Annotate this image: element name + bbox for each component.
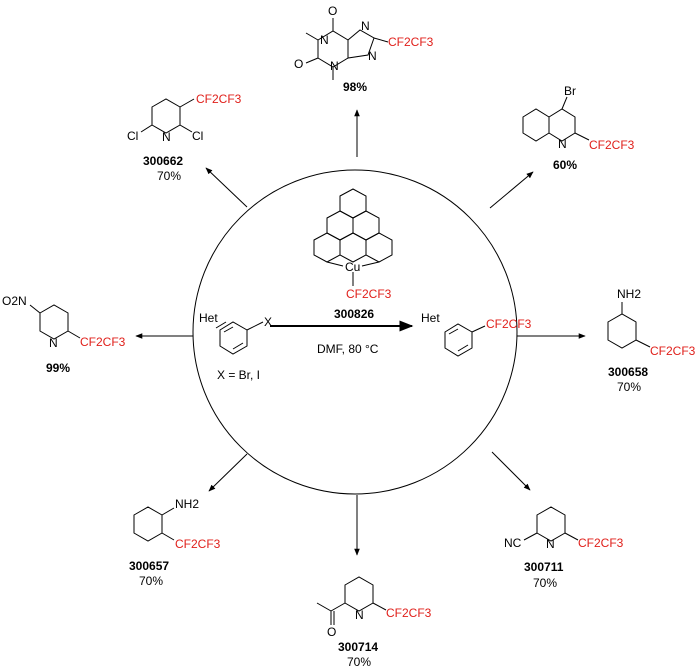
dichloropyridine-n: N	[162, 130, 171, 144]
product-dichloropyridine: Cl N Cl CF2CF3 300662 70%	[127, 92, 242, 183]
pyridine-cn-n: N	[546, 537, 555, 551]
aniline-ortho-cf-label: CF2CF3	[175, 537, 221, 551]
reagent-cf-label: CF2CF3	[346, 287, 392, 301]
nitropyridine-yield: 99%	[46, 361, 70, 375]
product-het-label: Het	[421, 311, 440, 325]
caffeine-n7: N	[361, 19, 370, 33]
acetyl-o: O	[327, 625, 336, 639]
caffeine-yield: 98%	[343, 80, 367, 94]
caffeine-cf-label: CF2CF3	[388, 35, 434, 49]
product-pyridine-acetyl: O N CF2CF3 300714 70%	[316, 576, 432, 669]
product-nitropyridine: O2N N CF2CF3 99%	[2, 294, 126, 375]
pyridine-acetyl-code: 300714	[338, 640, 378, 654]
reagent-code: 300826	[334, 307, 374, 321]
pyridine-acetyl-yield: 70%	[347, 655, 371, 669]
aniline-meta-cf-label: CF2CF3	[650, 344, 696, 358]
dichloropyridine-cf-label: CF2CF3	[196, 92, 242, 106]
aniline-ortho-code: 300657	[129, 559, 169, 573]
quinoline-yield: 60%	[553, 158, 577, 172]
pyridine-acetyl-n: N	[355, 608, 364, 622]
dichloropyridine-yield: 70%	[157, 169, 181, 183]
caffeine-n9: N	[368, 49, 377, 63]
caffeine-n1: N	[320, 33, 329, 47]
cu-label: Cu	[345, 260, 360, 274]
arrow-bottom-right	[491, 451, 531, 491]
arrow-bottom-left	[208, 453, 248, 492]
quinoline-br: Br	[564, 84, 576, 98]
central-circle	[192, 169, 518, 495]
pyridine-acetyl-cf-label: CF2CF3	[386, 606, 432, 620]
substrate-x-label: X	[264, 315, 272, 329]
substrate-het-label: Het	[199, 311, 218, 325]
aniline-ortho-yield: 70%	[139, 574, 163, 588]
nitropyridine-n: N	[49, 336, 58, 350]
product-aniline-meta: NH2 CF2CF3 300658 70%	[607, 287, 696, 394]
pyridine-cn-cf-label: CF2CF3	[578, 536, 624, 550]
product-pyridine-cn: NC N CF2CF3 300711 70%	[504, 506, 624, 590]
substrate-structure: Het X X = Br, I	[199, 311, 272, 382]
quinoline-n: N	[558, 137, 567, 151]
nitropyridine-no2: O2N	[2, 294, 27, 308]
product-quinoline: Br N CF2CF3 60%	[522, 84, 635, 172]
dichloropyridine-code: 300662	[143, 154, 183, 168]
reagent-structure: Cu CF2CF3 300826	[313, 188, 393, 321]
aniline-meta-code: 300658	[608, 365, 648, 379]
pyridine-cn-code: 300711	[524, 560, 564, 574]
arrow-top-right	[489, 171, 534, 209]
quinoline-cf-label: CF2CF3	[589, 138, 635, 152]
dichloropyridine-cl-left: Cl	[127, 129, 138, 143]
aniline-meta-nh2: NH2	[617, 287, 641, 301]
reaction-conditions: DMF, 80 °C	[317, 342, 379, 356]
caffeine-o-left: O	[294, 57, 303, 71]
caffeine-o-top: O	[328, 4, 337, 18]
aniline-ortho-nh2: NH2	[175, 497, 199, 511]
arrow-top-left	[205, 167, 248, 208]
dichloropyridine-cl-right: Cl	[192, 129, 203, 143]
aniline-meta-yield: 70%	[617, 380, 641, 394]
nitropyridine-cf-label: CF2CF3	[80, 335, 126, 349]
product-caffeine: O O N N N N CF2CF3 98%	[294, 4, 434, 94]
product-core-structure: Het CF2CF3	[421, 311, 532, 357]
substrate-x-definition: X = Br, I	[217, 368, 260, 382]
pyridine-cn-nc: NC	[504, 536, 522, 550]
caffeine-n3: N	[330, 59, 339, 73]
radial-arrows	[135, 109, 586, 556]
pyridine-cn-yield: 70%	[533, 576, 557, 590]
product-aniline-ortho: NH2 CF2CF3 300657 70%	[129, 497, 221, 588]
product-core-cf-label: CF2CF3	[486, 317, 532, 331]
